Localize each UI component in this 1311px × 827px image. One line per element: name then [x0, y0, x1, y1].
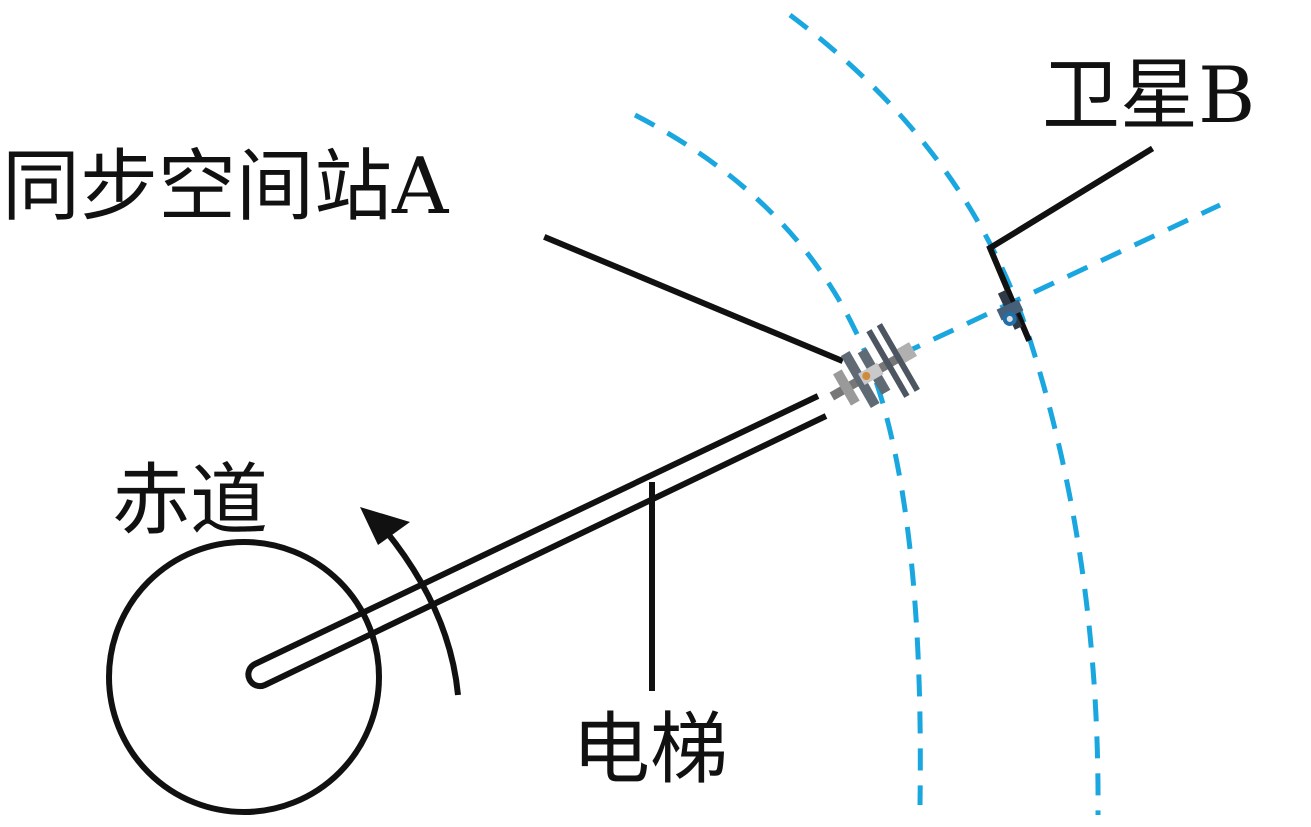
elevator-tether — [245, 393, 828, 690]
satellite-icon — [996, 290, 1024, 330]
satellite-label: 卫星B — [1042, 51, 1255, 141]
earth-circle — [106, 539, 382, 815]
space-station-icon — [829, 323, 920, 408]
equator-label: 赤道 — [112, 456, 268, 546]
station-leader-line — [543, 234, 844, 364]
rotation-arrow-icon — [360, 507, 461, 696]
station-label: 同步空间站A — [2, 142, 450, 232]
elevator-label: 电梯 — [572, 705, 728, 795]
inner-orbit-arc — [633, 112, 923, 806]
station-satellite-line — [898, 202, 1222, 358]
